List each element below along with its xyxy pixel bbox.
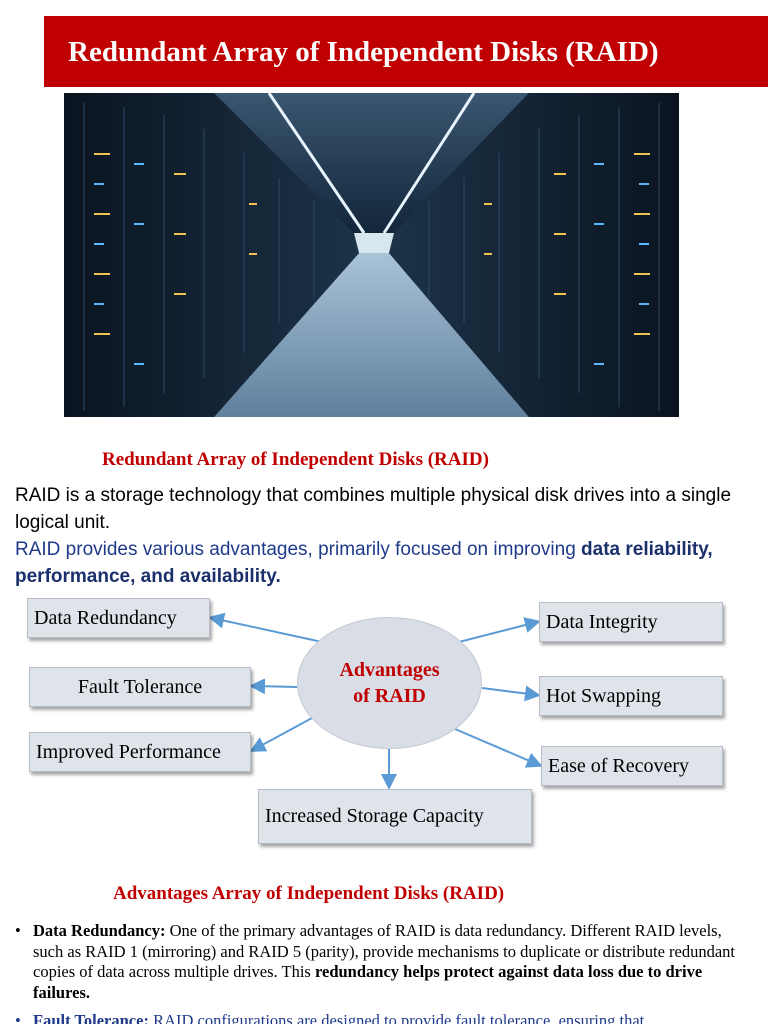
- node-label: Hot Swapping: [546, 684, 661, 707]
- arrow-hot-swapping: [481, 685, 541, 702]
- server-room-image: [64, 93, 679, 417]
- arrow-data-redundancy: [208, 612, 323, 643]
- node-label: Increased Storage Capacity: [265, 805, 484, 827]
- arrow-data-integrity: [454, 617, 541, 644]
- center-label-line1: Advantages: [339, 659, 440, 681]
- advantages-paragraph-bold: data reliability, performance, and avail…: [15, 539, 713, 587]
- list-item-text: RAID configurations are designed to prov…: [148, 1011, 645, 1024]
- advantages-diagram: Advantages of RAID Data Redundancy Fault…: [0, 590, 768, 860]
- list-item-label: Data Redundancy:: [33, 921, 166, 940]
- node-ease-of-recovery: Ease of Recovery: [541, 746, 723, 786]
- advantages-center-node: Advantages of RAID: [297, 617, 482, 749]
- intro-paragraph: RAID is a storage technology that combin…: [15, 485, 732, 533]
- center-label-line2: of RAID: [353, 685, 426, 707]
- advantages-paragraph: RAID provides various advantages, primar…: [15, 536, 755, 590]
- node-label: Ease of Recovery: [548, 754, 690, 777]
- arrow-improved-performance: [249, 717, 313, 752]
- advantages-paragraph-text: RAID provides various advantages, primar…: [15, 539, 582, 560]
- intro-text: RAID is a storage technology that combin…: [15, 482, 755, 590]
- advantages-list: • Data Redundancy: One of the primary ad…: [15, 921, 755, 1024]
- node-label: Improved Performance: [36, 740, 221, 763]
- section-heading-raid: Redundant Array of Independent Disks (RA…: [102, 449, 489, 470]
- list-item: • Fault Tolerance: RAID configurations a…: [15, 1011, 755, 1024]
- section-heading-advantages: Advantages Array of Independent Disks (R…: [113, 883, 505, 904]
- node-data-redundancy: Data Redundancy: [27, 598, 210, 638]
- node-label: Fault Tolerance: [77, 675, 203, 698]
- node-improved-performance: Improved Performance: [29, 732, 251, 772]
- diagram-arrows: [208, 612, 543, 790]
- node-label: Data Integrity: [546, 610, 658, 633]
- arrow-fault-tolerance: [249, 678, 298, 695]
- node-increased-storage: Increased Storage Capacity: [258, 789, 532, 844]
- list-item-bold-text: redundancy helps protect against data lo…: [33, 962, 703, 1002]
- list-item-text: One of the primary advantages of RAID is…: [33, 921, 735, 981]
- bullet-icon: •: [15, 921, 21, 940]
- list-item: • Data Redundancy: One of the primary ad…: [15, 921, 755, 1003]
- list-item-label: Fault Tolerance:: [33, 1011, 149, 1024]
- node-label: Data Redundancy: [34, 606, 177, 629]
- bullet-icon: •: [15, 1011, 21, 1024]
- page-title: Redundant Array of Independent Disks (RA…: [44, 16, 768, 87]
- node-hot-swapping: Hot Swapping: [539, 676, 723, 716]
- arrow-ease-of-recovery: [454, 728, 543, 768]
- node-fault-tolerance: Fault Tolerance: [29, 667, 251, 707]
- node-data-integrity: Data Integrity: [539, 602, 723, 642]
